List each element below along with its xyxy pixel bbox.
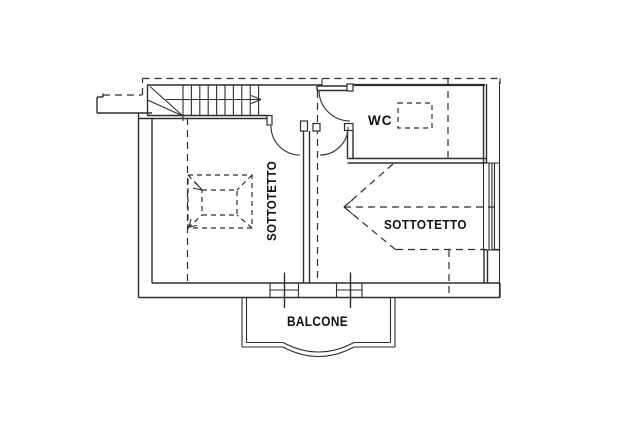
roof-outline [103, 77, 501, 296]
room-label-attic-right: SOTTOTETTO [384, 217, 467, 232]
door-jambs [266, 83, 354, 132]
wall-stub-top-left [96, 93, 152, 114]
exterior-walls [137, 78, 501, 299]
door-swings [270, 89, 351, 156]
skylight-wc-icon [397, 102, 433, 129]
skylight-left-icon [187, 174, 253, 229]
room-label-attic-left: SOTTOTETTO [265, 161, 279, 241]
balcony-door-right-icon [335, 272, 363, 308]
roof-slope-arrow [343, 163, 499, 251]
interior-walls [302, 130, 487, 283]
window-right-icon [482, 162, 501, 251]
room-label-balcony: BALCONE [287, 314, 348, 329]
room-label-wc: WC [368, 113, 393, 128]
staircase-icon [146, 84, 322, 121]
balcony-door-left-icon [269, 272, 300, 308]
balcony-railing [241, 297, 396, 357]
